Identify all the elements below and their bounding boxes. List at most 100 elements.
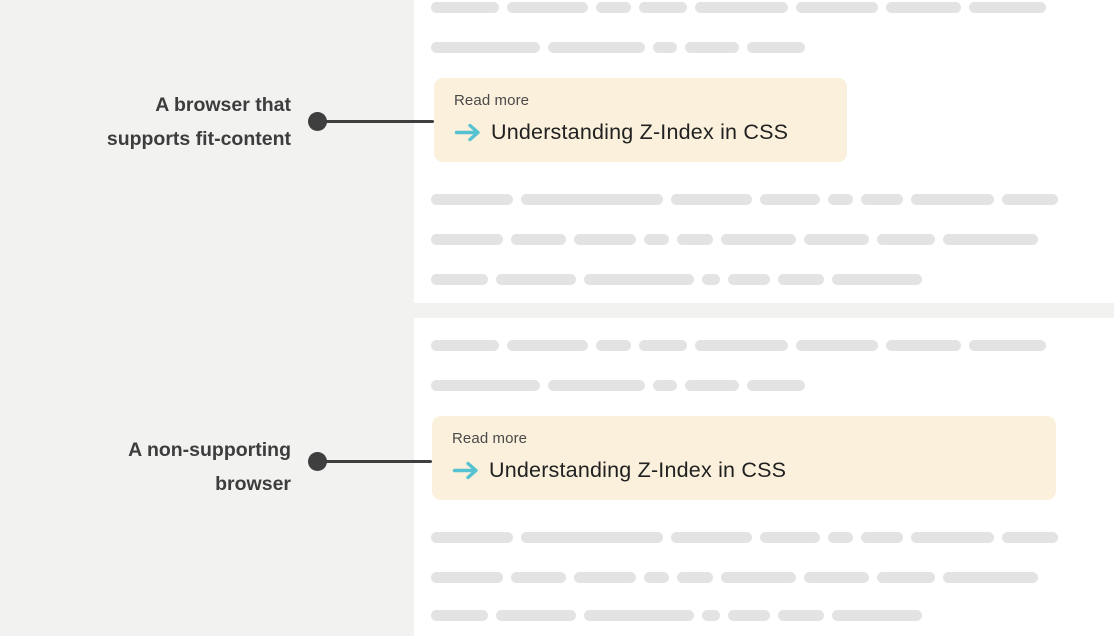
- connector-line: [317, 460, 432, 463]
- skeleton-text-bar: [671, 194, 752, 205]
- skeleton-text-bar: [747, 380, 805, 391]
- skeleton-text-bar: [431, 194, 513, 205]
- skeleton-text-bar: [832, 274, 922, 285]
- panel-supporting-browser: Read more Understanding Z-Index in CSS: [414, 0, 1114, 303]
- skeleton-text-bar: [702, 274, 720, 285]
- skeleton-text-bar: [796, 2, 878, 13]
- skeleton-text-bar: [861, 194, 903, 205]
- skeleton-text-bar: [877, 572, 935, 583]
- skeleton-text-row: [431, 572, 1038, 583]
- skeleton-text-bar: [911, 194, 994, 205]
- browser-content-area: Read more Understanding Z-Index in CSS R…: [414, 0, 1114, 636]
- skeleton-text-row: [431, 42, 805, 53]
- skeleton-text-bar: [431, 42, 540, 53]
- skeleton-text-bar: [431, 274, 488, 285]
- skeleton-text-bar: [969, 340, 1046, 351]
- skeleton-text-row: [431, 274, 922, 285]
- skeleton-text-bar: [548, 380, 645, 391]
- skeleton-text-bar: [431, 234, 503, 245]
- skeleton-text-bar: [832, 610, 922, 621]
- skeleton-text-bar: [747, 42, 805, 53]
- skeleton-text-bar: [969, 2, 1046, 13]
- skeleton-text-bar: [911, 532, 994, 543]
- skeleton-text-bar: [677, 572, 713, 583]
- connector-line: [317, 120, 434, 123]
- skeleton-text-bar: [574, 234, 636, 245]
- arrow-right-icon: [452, 461, 479, 480]
- skeleton-text-bar: [1002, 532, 1058, 543]
- read-more-label: Read more: [454, 92, 530, 109]
- skeleton-text-bar: [574, 572, 636, 583]
- skeleton-text-bar: [496, 274, 576, 285]
- card-title-row: Understanding Z-Index in CSS: [454, 120, 837, 145]
- skeleton-text-bar: [721, 234, 796, 245]
- skeleton-text-bar: [828, 532, 853, 543]
- skeleton-text-bar: [521, 532, 663, 543]
- skeleton-text-bar: [511, 572, 566, 583]
- skeleton-text-bar: [644, 572, 669, 583]
- skeleton-text-bar: [728, 610, 770, 621]
- skeleton-text-bar: [828, 194, 853, 205]
- skeleton-text-row: [431, 194, 1058, 205]
- read-more-card[interactable]: Read more Understanding Z-Index in CSS: [434, 78, 847, 162]
- skeleton-text-bar: [861, 532, 903, 543]
- skeleton-text-bar: [804, 234, 869, 245]
- skeleton-text-bar: [677, 234, 713, 245]
- skeleton-text-bar: [584, 610, 694, 621]
- skeleton-text-bar: [685, 42, 739, 53]
- skeleton-text-bar: [804, 572, 869, 583]
- skeleton-text-bar: [778, 610, 824, 621]
- panel-divider: [414, 303, 1114, 318]
- skeleton-text-bar: [431, 2, 499, 13]
- skeleton-text-row: [431, 234, 1038, 245]
- skeleton-text-bar: [431, 610, 488, 621]
- skeleton-text-bar: [431, 572, 503, 583]
- skeleton-text-row: [431, 610, 922, 621]
- skeleton-text-bar: [1002, 194, 1058, 205]
- skeleton-text-bar: [778, 274, 824, 285]
- skeleton-text-bar: [584, 274, 694, 285]
- annotation-line: A browser that: [155, 94, 291, 116]
- article-title-link[interactable]: Understanding Z-Index in CSS: [491, 120, 789, 144]
- skeleton-text-bar: [886, 2, 961, 13]
- skeleton-text-bar: [721, 572, 796, 583]
- skeleton-text-bar: [943, 572, 1038, 583]
- skeleton-text-bar: [760, 532, 820, 543]
- skeleton-text-row: [431, 380, 805, 391]
- skeleton-text-bar: [496, 610, 576, 621]
- annotation-line: browser: [215, 473, 291, 495]
- skeleton-text-row: [431, 340, 1046, 351]
- skeleton-text-bar: [728, 274, 770, 285]
- annotation-non-supporting-browser: A non-supporting browser: [0, 433, 291, 501]
- skeleton-text-bar: [507, 340, 588, 351]
- skeleton-text-row: [431, 2, 1046, 13]
- skeleton-text-bar: [507, 2, 588, 13]
- skeleton-text-bar: [431, 532, 513, 543]
- skeleton-text-bar: [511, 234, 566, 245]
- article-title-link[interactable]: Understanding Z-Index in CSS: [489, 458, 787, 482]
- skeleton-text-bar: [877, 234, 935, 245]
- skeleton-text-bar: [639, 2, 687, 13]
- skeleton-text-bar: [644, 234, 669, 245]
- skeleton-text-bar: [653, 42, 677, 53]
- skeleton-text-bar: [596, 2, 631, 13]
- skeleton-text-bar: [548, 42, 645, 53]
- skeleton-text-bar: [671, 532, 752, 543]
- skeleton-text-bar: [796, 340, 878, 351]
- skeleton-text-bar: [653, 380, 677, 391]
- skeleton-text-bar: [596, 340, 631, 351]
- panel-non-supporting-browser: Read more Understanding Z-Index in CSS: [414, 318, 1114, 636]
- annotation-supporting-browser: A browser that supports fit-content: [0, 88, 291, 156]
- card-title-row: Understanding Z-Index in CSS: [452, 458, 1046, 483]
- skeleton-text-bar: [760, 194, 820, 205]
- read-more-card[interactable]: Read more Understanding Z-Index in CSS: [432, 416, 1056, 500]
- skeleton-text-bar: [702, 610, 720, 621]
- skeleton-text-bar: [431, 340, 499, 351]
- read-more-label: Read more: [452, 430, 528, 447]
- skeleton-text-row: [431, 532, 1058, 543]
- skeleton-text-bar: [685, 380, 739, 391]
- annotation-line: A non-supporting: [128, 439, 291, 461]
- skeleton-text-bar: [521, 194, 663, 205]
- skeleton-text-bar: [695, 340, 788, 351]
